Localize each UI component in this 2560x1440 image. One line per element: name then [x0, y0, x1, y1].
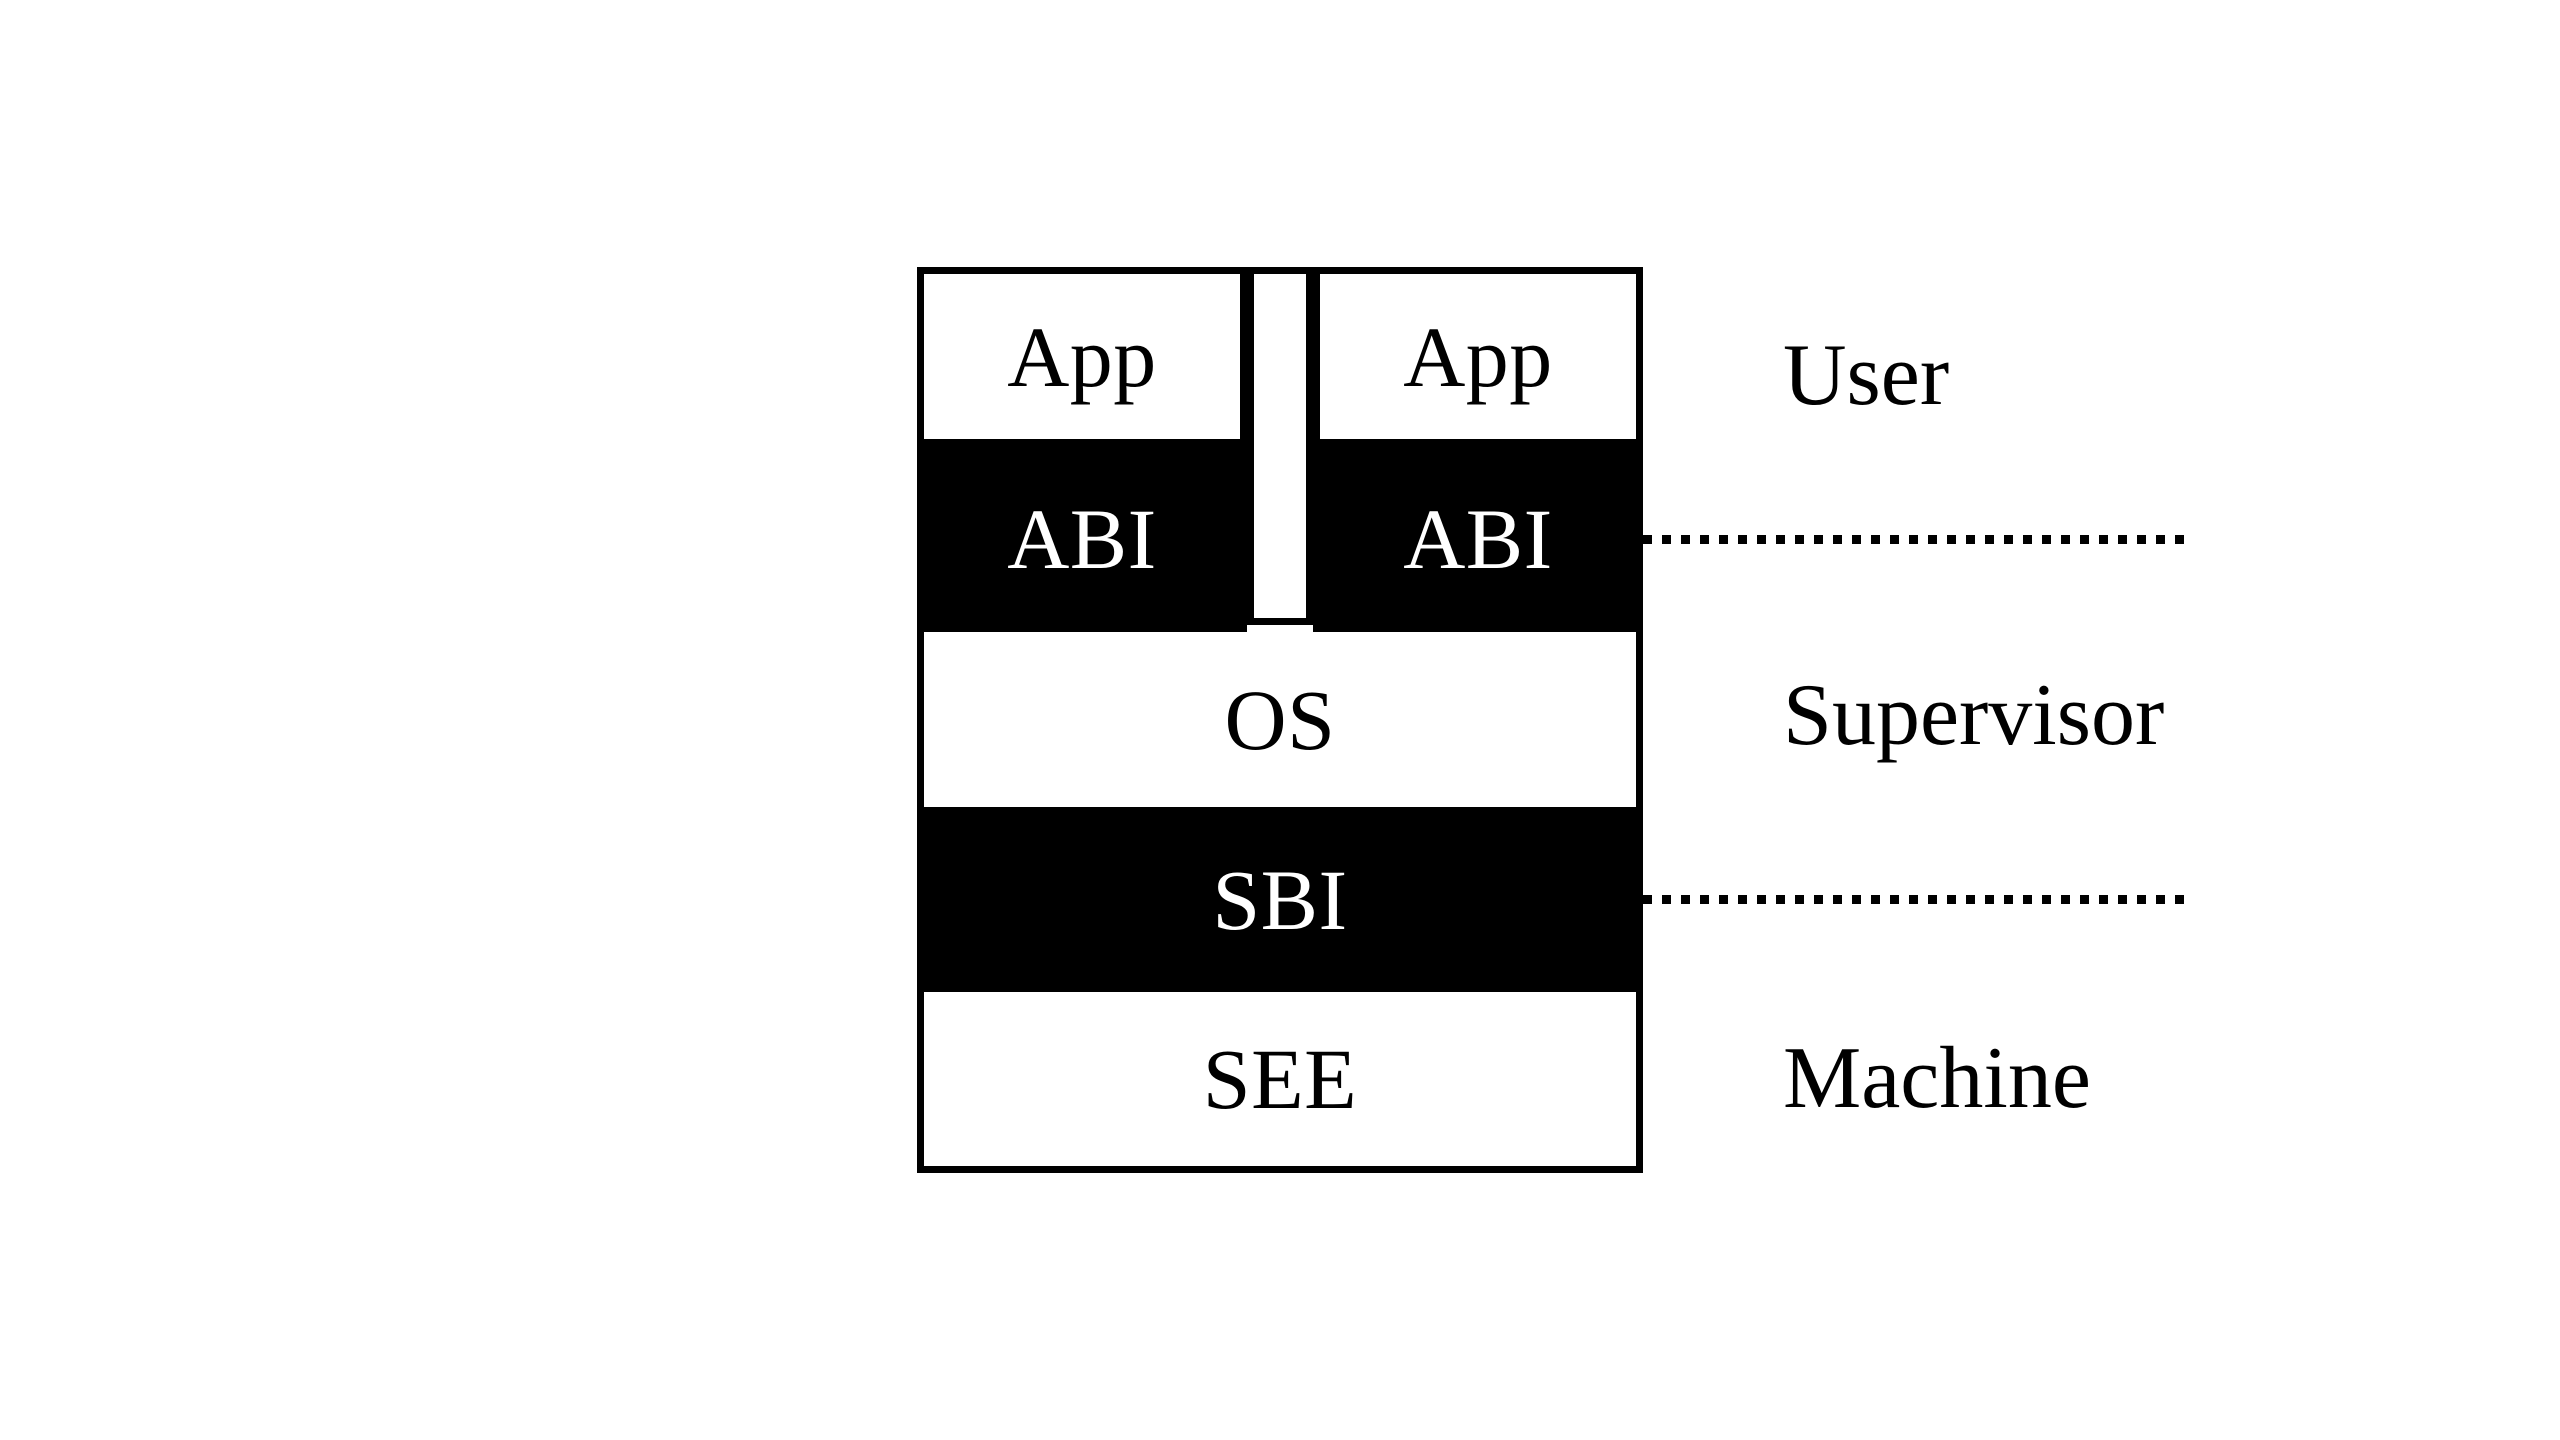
- privilege-mode-supervisor-label: Supervisor: [1783, 667, 2165, 764]
- stack-row-abi: ABI ABI: [917, 446, 1643, 632]
- privilege-mode-user-label: User: [1783, 327, 1950, 424]
- stack-row-see: SEE: [917, 992, 1643, 1173]
- see-label: SEE: [1202, 1031, 1358, 1127]
- abi-label-left: ABI: [1007, 491, 1157, 587]
- sbi-label: SBI: [1212, 851, 1348, 948]
- app-box-left: App: [917, 267, 1247, 446]
- privilege-mode-machine-label: Machine: [1783, 1030, 2091, 1127]
- sbi-boundary-dotted-line: [1643, 895, 2185, 904]
- app-stack-separator-notch: [1247, 267, 1313, 625]
- stack-row-app: App App: [917, 267, 1643, 446]
- app-label-right: App: [1403, 308, 1553, 405]
- abi-label-right: ABI: [1403, 491, 1553, 587]
- stack-row-sbi: SBI: [917, 807, 1643, 992]
- os-label: OS: [1224, 671, 1336, 768]
- app-label-left: App: [1007, 308, 1157, 405]
- privilege-stack-diagram: App App ABI ABI OS SBI SEE: [917, 267, 1643, 1173]
- app-box-right: App: [1313, 267, 1643, 446]
- abi-box-left: ABI: [917, 446, 1247, 632]
- stack-row-os: OS: [917, 632, 1643, 807]
- abi-boundary-dotted-line: [1643, 535, 2185, 544]
- abi-box-right: ABI: [1313, 446, 1643, 632]
